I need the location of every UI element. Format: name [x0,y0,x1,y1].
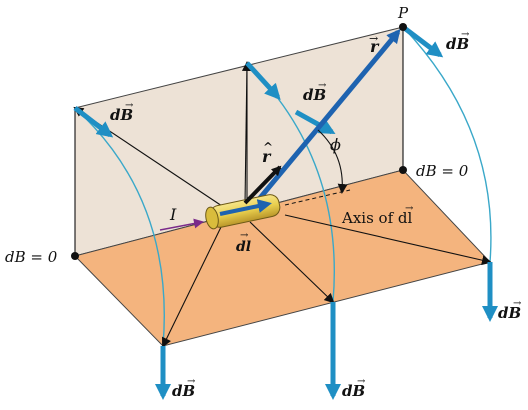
dl-label: dl [236,239,251,255]
db-arrow-mark-1: → [125,100,134,111]
db-arrows [73,25,498,400]
db-label-on-r: dB [303,86,326,104]
r-hat-mark: ^ [263,140,273,154]
r-hat-vector [243,165,282,205]
db-arrow-mark-4: → [187,376,196,387]
current-label: I [169,205,177,224]
db-arrow-middle-upper [245,61,281,100]
phi-arc [317,129,348,194]
zero-point-left-dot [71,252,79,260]
point-p-dot [399,23,407,31]
r-vector-label: r [370,37,380,56]
r-vector [248,28,401,212]
db-arrow-left-upper [73,106,114,138]
line-to-lower-left [162,224,223,348]
point-p-label: P [397,4,409,22]
db-zero-left-label: dB = 0 [5,248,58,266]
db-label-upper-left: dB [110,106,133,124]
db-arrow-mark-3: → [461,29,470,40]
radial-lines [73,27,492,348]
line-to-lower-right [284,214,492,266]
db-label-lower-right: dB [498,304,521,322]
dl-vector [219,199,272,216]
r-hat-label: r [262,147,272,166]
db-arrow-mark-5: → [357,376,366,387]
db-label-lower-middle: dB [342,382,365,400]
db-zero-right-label: dB = 0 [416,162,469,180]
axis-dl-arrow-mark: → [405,203,414,214]
db-label-lower-left: dB [172,382,195,400]
axis-of-dl-label: Axis of dl [341,209,413,227]
phi-label: ϕ [330,135,341,154]
current-arrow [159,218,204,231]
zero-point-right-dot [399,166,407,174]
line-to-lower-middle [249,221,335,304]
r-vector-arrow-mark: → [369,32,378,45]
db-label-at-p: dB [446,35,469,53]
db-arrow-mark-2: → [318,80,327,91]
dl-arrow-mark: → [240,230,249,241]
db-arrow-mark-6: → [513,298,522,309]
wire-end-cap [205,206,219,230]
db-arrow-on-r [294,109,336,135]
db-arrow-at-p [401,25,444,58]
